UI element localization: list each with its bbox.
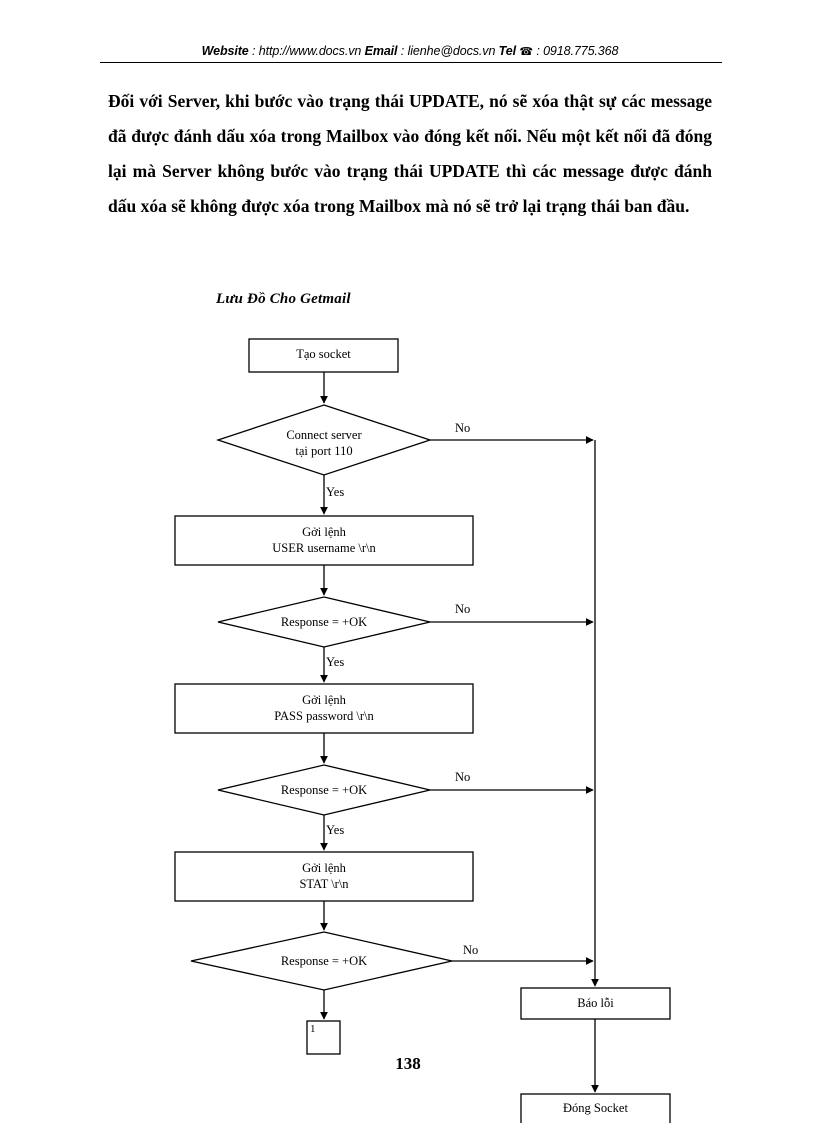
node-connect-server <box>215 404 433 476</box>
edge-label-no-2: No <box>455 602 471 616</box>
node-connector-1 <box>306 1020 341 1055</box>
header-tel-label: Tel <box>498 44 516 58</box>
header-website-separator: : <box>248 44 259 58</box>
node-send-user <box>174 515 474 566</box>
body-paragraph: Đối với Server, khi bước vào trạng thái … <box>108 91 712 216</box>
header-line: Website : http://www.docs.vn Email : lie… <box>100 44 720 59</box>
edge-label-yes-2: Yes <box>326 655 345 669</box>
header-divider <box>100 62 722 63</box>
node-response-ok-2 <box>217 764 431 816</box>
edge-label-yes-3: Yes <box>326 823 345 837</box>
edge-label-no-1: No <box>455 421 471 435</box>
header-tel-value: 0918.775.368 <box>543 44 619 58</box>
flowchart-title: Lưu Đồ Cho Getmail <box>216 291 351 307</box>
header-email-label: Email <box>364 44 398 58</box>
node-send-stat <box>174 851 474 902</box>
page-number: 138 <box>395 1054 421 1073</box>
header-email-separator: : <box>397 44 408 58</box>
node-report-error <box>520 987 671 1020</box>
node-send-pass <box>174 683 474 734</box>
node-create-socket <box>248 338 399 373</box>
edge-label-no-3: No <box>455 770 471 784</box>
node-response-ok-1 <box>217 596 431 648</box>
header-website-label: Website <box>201 44 249 58</box>
header-tel-separator: : <box>532 44 544 58</box>
header-website-value: http://www.docs.vn <box>258 44 362 58</box>
running-header: Website : http://www.docs.vn Email : lie… <box>100 44 720 59</box>
header-email-value: lienhe@docs.vn <box>407 44 496 58</box>
node-connector-1-label: 1 <box>310 1023 316 1035</box>
edge-label-no-4: No <box>463 943 479 957</box>
telephone-icon: ☎ <box>519 45 533 58</box>
node-close-socket <box>520 1093 671 1123</box>
node-response-ok-3 <box>190 931 453 991</box>
edge-label-yes-1: Yes <box>326 485 345 499</box>
